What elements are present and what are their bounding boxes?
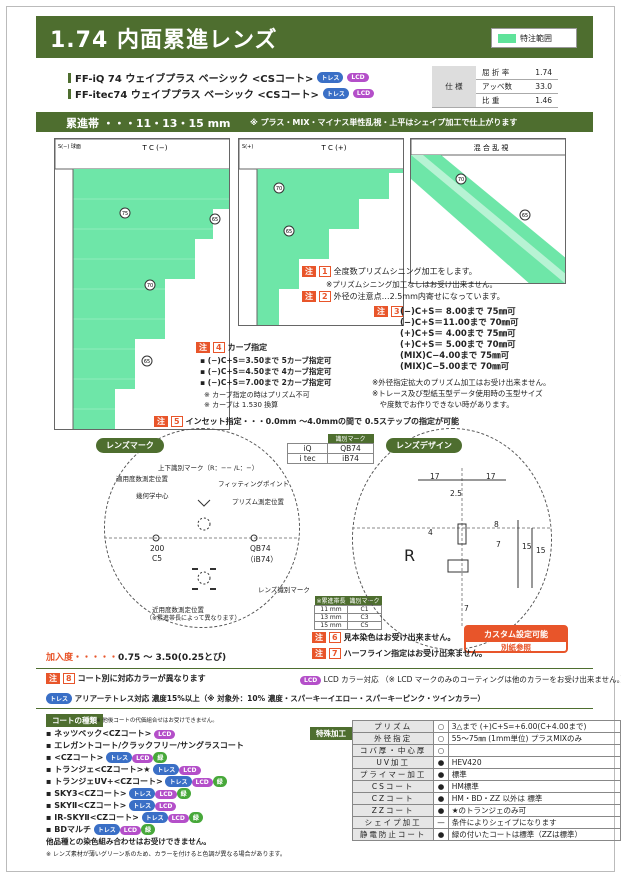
special-row: シェイプ加工—条件によりシェイプになります bbox=[351, 816, 621, 829]
svg-text:65: 65 bbox=[144, 359, 150, 365]
special-row: UV加工●HEV420 bbox=[351, 756, 621, 769]
badge: LCD bbox=[154, 730, 176, 739]
legend-box: 特注範囲 bbox=[491, 28, 577, 48]
lens-mark-circle bbox=[104, 428, 300, 628]
badge: 緑 bbox=[153, 752, 168, 763]
badge: LCD bbox=[179, 766, 201, 775]
special-row: CSコート●HM標準 bbox=[351, 780, 621, 793]
lcd-note: LCD LCD カラー対応 （※ LCD マークのみのコーティングは他のカラーを… bbox=[300, 674, 621, 685]
custom-setting-box: カスタム設定可能別紙参照 bbox=[464, 625, 568, 653]
special-table: プリズム○3△まで (+)C+S=+6.00(C+4.00まで)外径指定○55〜… bbox=[351, 720, 621, 841]
page-frame bbox=[6, 6, 615, 872]
legend-swatch bbox=[498, 33, 516, 43]
svg-text:70: 70 bbox=[276, 186, 282, 192]
badge: トレス bbox=[129, 800, 156, 811]
special-row: コバ厚・中心厚○ bbox=[351, 744, 621, 757]
svg-text:65: 65 bbox=[522, 213, 528, 219]
badge: 緑 bbox=[188, 812, 203, 823]
add-power: 加入度・・・・・0.75 〜 3.50(0.25とび) bbox=[46, 653, 227, 663]
lens-mark-title: レンズマーク bbox=[96, 438, 164, 453]
special-row: 静電防止コート●緑の付いたコートは標準（ZZは標準） bbox=[351, 828, 621, 841]
svg-text:65: 65 bbox=[212, 217, 218, 223]
svg-text:S(−) 球面: S(−) 球面 bbox=[58, 143, 81, 150]
badge: 緑 bbox=[212, 776, 227, 787]
chart-tc-minus: T C (−) S(−) 球面 75 70 65 65 bbox=[54, 138, 230, 430]
special-title: 特殊加工 bbox=[310, 727, 352, 740]
svg-text:T C (+): T C (+) bbox=[321, 144, 347, 152]
svg-text:65: 65 bbox=[286, 229, 292, 235]
svg-text:混 合 乱 視: 混 合 乱 視 bbox=[474, 143, 509, 152]
badge: トレス bbox=[165, 776, 192, 787]
legend-label: 特注範囲 bbox=[520, 33, 552, 43]
badge: LCD bbox=[167, 814, 189, 823]
badge: トレス bbox=[106, 752, 133, 763]
special-row: CZコート●HM・BD・ZZ 以外は 標準 bbox=[351, 792, 621, 805]
note-4-lines: ▪ (−)C+S＝3.50まで 5カーブ指定可▪ (−)C+S＝4.50まで 4… bbox=[200, 356, 332, 387]
coating-item: ▪ エレガントコート/クラックフリー/サングラスコート bbox=[46, 741, 244, 750]
badge: トレス bbox=[129, 788, 156, 799]
svg-text:75: 75 bbox=[122, 211, 128, 217]
special-row: プライマー加工●標準 bbox=[351, 768, 621, 781]
page-title: 1.74 内面累進レンズ bbox=[50, 28, 278, 53]
badge: LCD bbox=[119, 826, 141, 835]
chart-minus-title: T C (−) bbox=[142, 144, 168, 152]
badge: LCD bbox=[155, 802, 177, 811]
tres-note: トレス アリアーテトレス対応 濃度15%以上（※ 対象外：10% 濃度・スパーキ… bbox=[46, 693, 485, 704]
badge: 緑 bbox=[176, 788, 191, 799]
corridor-band: 累進帯 ・・・11・13・15 mm ※ プラス・MIX・マイナス単性乱視・上平… bbox=[36, 112, 593, 132]
svg-text:S(+): S(+) bbox=[242, 144, 253, 150]
svg-text:70: 70 bbox=[458, 177, 464, 183]
chart-tc-plus: T C (+) S(+) 70 65 bbox=[238, 138, 404, 326]
badge: LCD bbox=[191, 778, 213, 787]
lens-design-title: レンズデザイン bbox=[386, 438, 462, 453]
lens-mark-diagram bbox=[104, 499, 300, 590]
badge: 緑 bbox=[141, 824, 156, 835]
badge: トレス bbox=[153, 764, 180, 775]
page-header: 1.74 内面累進レンズ 特注範囲 bbox=[36, 16, 593, 58]
badge: LCD bbox=[155, 790, 177, 799]
badge: トレス bbox=[141, 812, 168, 823]
lens-design-circle bbox=[352, 428, 552, 650]
note-3-sub: ※外径指定拡大のプリズム加工はお受け出来ません。※トレース及び型紙玉型データ使用… bbox=[372, 378, 551, 409]
note-3-lines: (−)C+S＝ 8.00まで 75㎜可(−)C+S＝11.00まで 70㎜可(+… bbox=[400, 307, 519, 372]
badge: LCD bbox=[132, 754, 154, 763]
coatings-title: コートの種類 bbox=[46, 714, 103, 727]
chart-mix: 混 合 乱 視 70 65 bbox=[410, 138, 566, 284]
special-row: ZZコート●★のトランジェのみ可 bbox=[351, 804, 621, 817]
svg-text:70: 70 bbox=[147, 283, 153, 289]
special-row: プリズム○3△まで (+)C+S=+6.00(C+4.00まで) bbox=[351, 720, 621, 733]
lens-design-diagram bbox=[352, 468, 552, 628]
coating-item: ▪ ネッツペック<CZコート> LCD bbox=[46, 728, 176, 739]
special-row: 外径指定○55〜75㎜ (1mm単位) プラスMIXのみ bbox=[351, 732, 621, 745]
badge: トレス bbox=[93, 824, 120, 835]
